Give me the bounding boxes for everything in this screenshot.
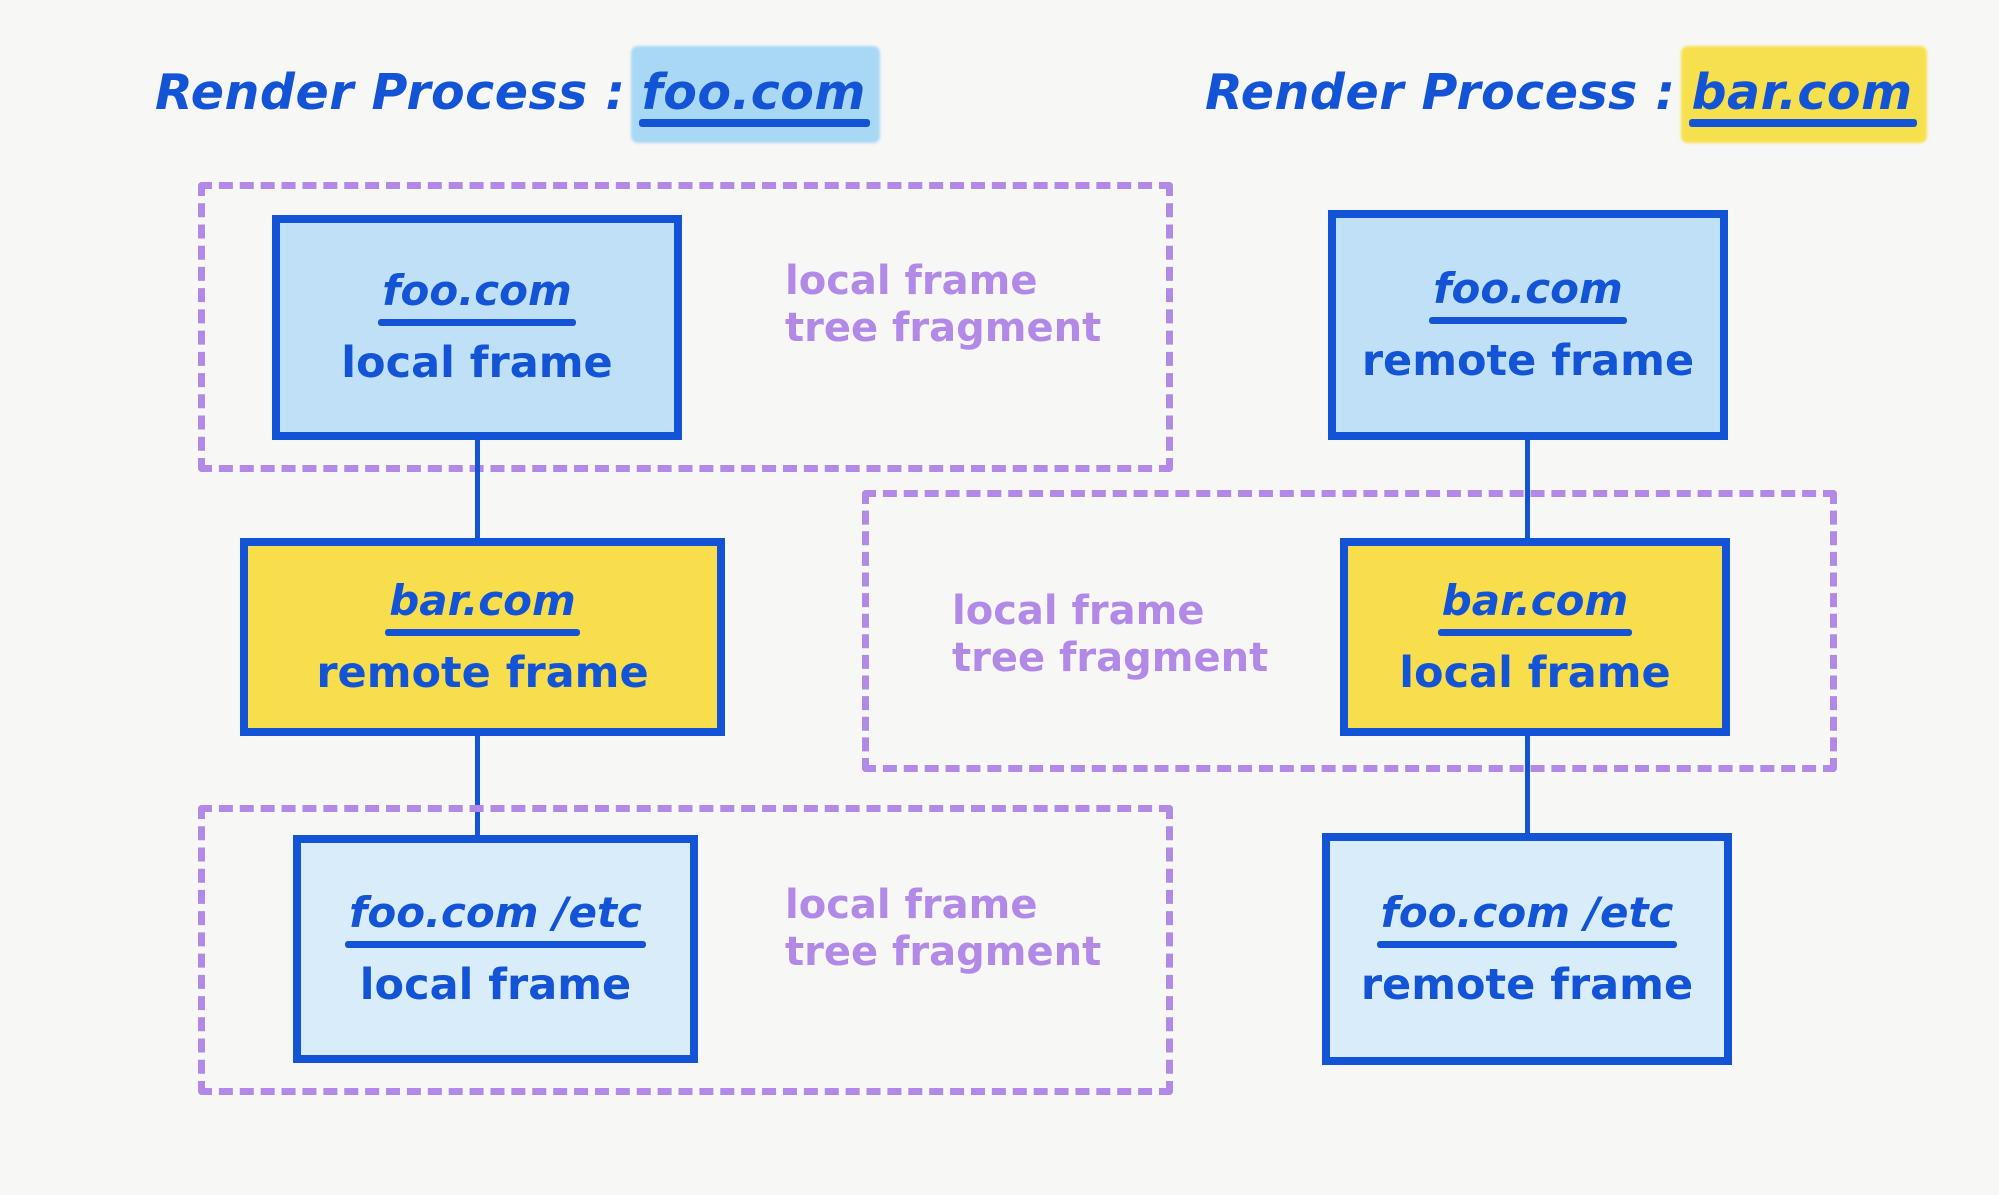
frame-host-label: foo.com [378, 270, 576, 326]
underline-stroke [1376, 940, 1678, 948]
fragment-region-right-middle [862, 490, 1837, 772]
fragment-caption-line1: local frame [785, 258, 1038, 304]
fragment-region-left-top [198, 182, 1173, 472]
frame-host-label: bar.com [1437, 579, 1633, 636]
underline-stroke [1437, 628, 1633, 636]
underline-stroke [378, 319, 576, 326]
frame-kind-label: remote frame [1361, 335, 1695, 386]
frame-host-label: bar.com [385, 579, 580, 636]
process-title-right: Render Process : bar.com [1205, 46, 1927, 143]
connector-right-2-3 [1525, 736, 1530, 836]
fragment-caption-line2: tree fragment [785, 305, 1102, 352]
connector-right-1-2 [1525, 440, 1530, 540]
fragment-caption-left-bottom: local frame tree fragment [785, 882, 1101, 976]
underline-stroke [345, 940, 646, 948]
process-title-right-host-text: bar.com [1691, 64, 1913, 121]
frame-kind-label: remote frame [316, 647, 649, 698]
frame-node-right-fooetc-remote[interactable]: foo.com /etc remote frame [1322, 833, 1732, 1065]
frame-kind-label: local frame [359, 959, 632, 1010]
frame-host-text: bar.com [1441, 575, 1629, 625]
frame-node-left-fooetc-local[interactable]: foo.com /etc local frame [293, 835, 698, 1063]
frame-host-text: foo.com [1433, 263, 1623, 313]
connector-left-2-3 [475, 736, 480, 836]
underline-stroke [1429, 316, 1627, 324]
fragment-caption-line2: tree fragment [952, 635, 1269, 682]
connector-left-1-2 [475, 440, 480, 540]
fragment-caption-line1: local frame [785, 882, 1038, 928]
fragment-region-left-bottom [198, 805, 1173, 1095]
process-title-right-host: bar.com [1681, 46, 1927, 143]
underline-stroke [385, 628, 580, 636]
process-title-left: Render Process : foo.com [155, 46, 880, 143]
underline-stroke [1689, 119, 1917, 127]
frame-node-left-foo-local[interactable]: foo.com local frame [272, 215, 682, 440]
frame-host-label: foo.com [1429, 267, 1627, 324]
process-title-left-host-text: foo.com [641, 64, 866, 121]
underline-stroke [639, 119, 870, 127]
frame-kind-label: remote frame [1360, 959, 1694, 1010]
frame-node-left-bar-remote[interactable]: bar.com remote frame [240, 538, 725, 736]
fragment-caption-right-middle: local frame tree fragment [952, 588, 1268, 682]
frame-host-text: foo.com /etc [349, 887, 642, 937]
fragment-caption-left-top: local frame tree fragment [785, 258, 1101, 352]
frame-host-label: foo.com /etc [1376, 891, 1678, 948]
frame-host-text: foo.com [382, 266, 572, 315]
frame-kind-label: local frame [341, 338, 613, 388]
fragment-caption-line1: local frame [952, 588, 1205, 634]
process-title-right-label: Render Process : [1205, 64, 1676, 121]
frame-node-right-bar-local[interactable]: bar.com local frame [1340, 538, 1730, 736]
frame-host-text: foo.com /etc [1380, 887, 1674, 937]
frame-node-right-foo-remote[interactable]: foo.com remote frame [1328, 210, 1728, 440]
process-title-left-label: Render Process : [155, 64, 626, 121]
frame-kind-label: local frame [1399, 647, 1671, 698]
process-title-left-host: foo.com [631, 46, 880, 143]
frame-host-label: foo.com /etc [345, 891, 646, 948]
fragment-caption-line2: tree fragment [785, 929, 1102, 976]
frame-host-text: bar.com [389, 575, 576, 625]
